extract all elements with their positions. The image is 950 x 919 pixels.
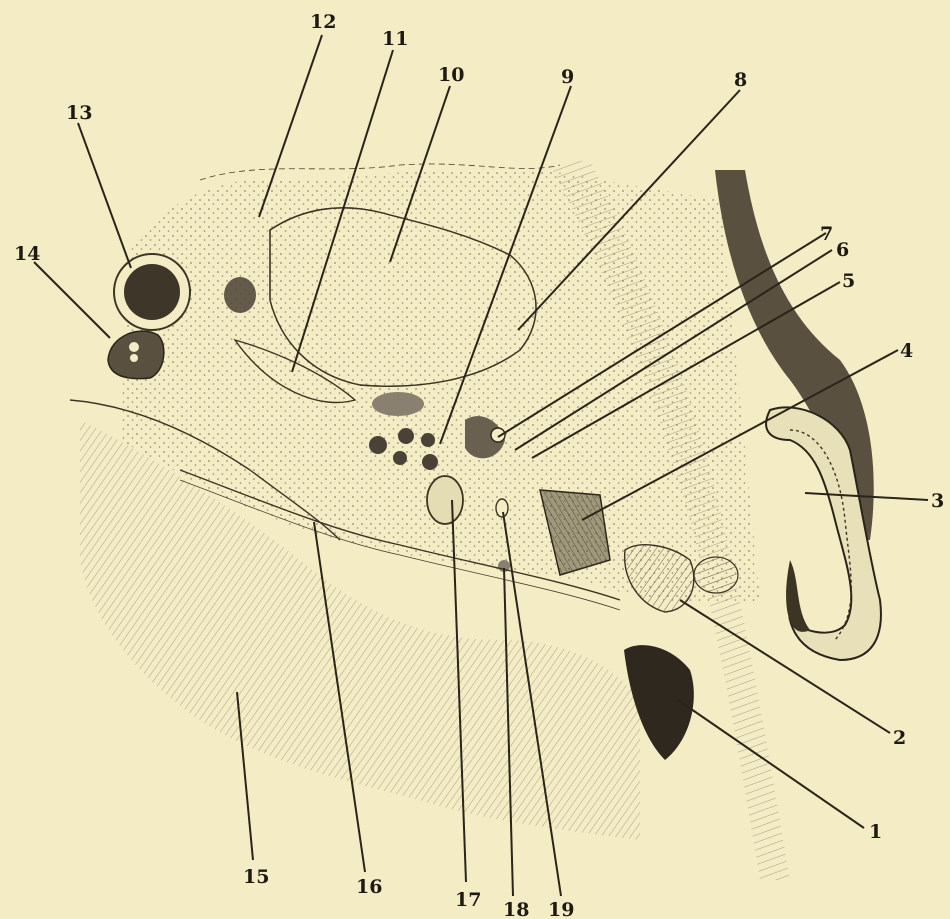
callout-2: 2 [893,727,906,749]
cross-section-illustration [70,160,881,880]
vessel-13-inner [124,264,180,320]
callout-12: 12 [310,11,336,33]
callout-11: 11 [382,28,408,50]
callout-16: 16 [356,876,382,898]
callout-13: 13 [66,102,92,124]
callout-8: 8 [734,69,747,91]
callout-18: 18 [503,899,529,919]
callout-3: 3 [931,490,944,512]
callout-7: 7 [820,223,833,245]
leader-14 [34,262,110,338]
callout-1: 1 [869,821,882,843]
callout-5: 5 [842,270,855,292]
callout-10: 10 [438,64,464,86]
callout-19: 19 [548,899,574,919]
callout-17: 17 [455,889,481,911]
leader-13 [78,123,131,268]
callout-6: 6 [836,239,849,261]
callout-4: 4 [900,340,913,362]
callout-9: 9 [561,66,574,88]
ovoid-17 [427,476,463,524]
callout-14: 14 [14,243,40,265]
small-canal [224,277,256,313]
callout-15: 15 [243,866,269,888]
